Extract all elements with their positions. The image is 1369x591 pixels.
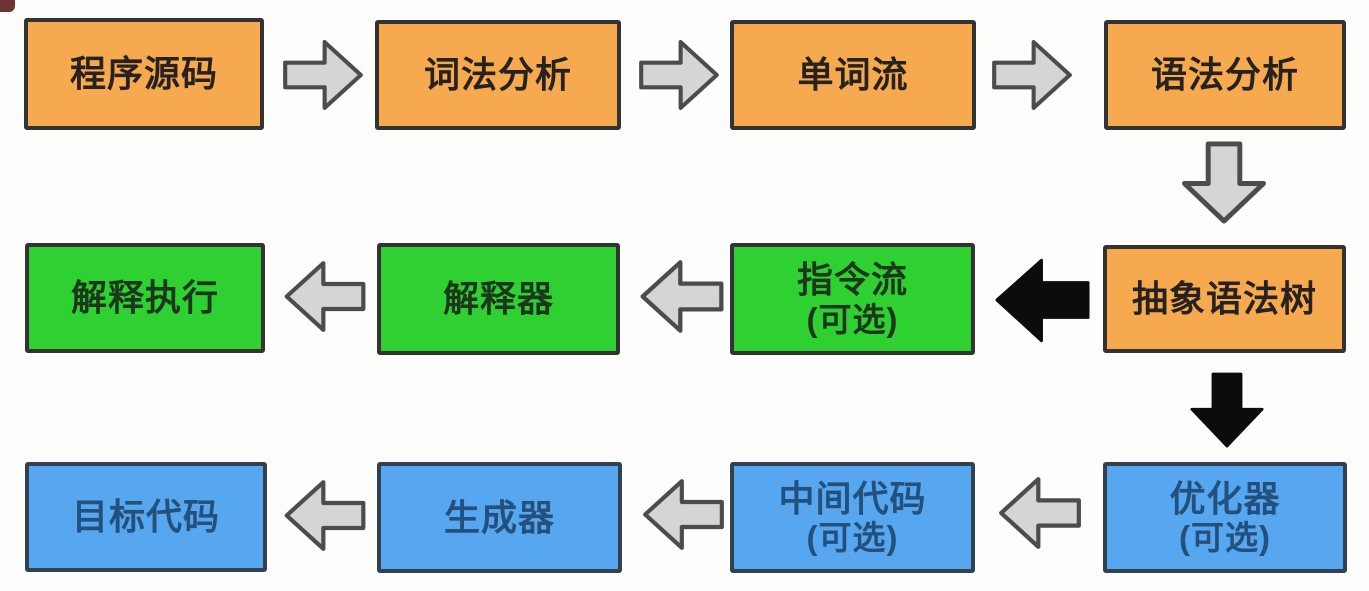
arrow-left-icon bbox=[643, 479, 724, 550]
node-label: 程序源码 bbox=[69, 53, 218, 95]
arrow-left-icon bbox=[999, 477, 1081, 549]
node-token-stream: 单词流 bbox=[730, 20, 976, 130]
node-label: 解释器 bbox=[442, 278, 554, 320]
node-label: 语法分析 bbox=[1150, 54, 1299, 96]
node-sublabel: (可选) bbox=[806, 300, 899, 338]
arrow-left-icon bbox=[640, 260, 724, 333]
node-lexical-analysis: 词法分析 bbox=[375, 20, 621, 130]
node-instruction-stream: 指令流 (可选) bbox=[730, 243, 975, 355]
node-label: 目标代码 bbox=[71, 496, 220, 538]
node-intermediate-code: 中间代码 (可选) bbox=[730, 462, 975, 573]
node-label: 中间代码 bbox=[778, 477, 927, 519]
arrow-down-icon bbox=[1181, 141, 1267, 224]
node-label: 生成器 bbox=[443, 496, 555, 538]
node-generator: 生成器 bbox=[377, 462, 622, 573]
corner-artifact-mark bbox=[0, 0, 15, 12]
node-interpreter: 解释器 bbox=[377, 243, 620, 355]
arrow-left-icon bbox=[284, 480, 366, 551]
arrow-right-icon bbox=[992, 40, 1072, 110]
node-interpret-execute: 解释执行 bbox=[25, 243, 265, 353]
node-label: 抽象语法树 bbox=[1131, 278, 1317, 320]
arrow-down-black-icon bbox=[1190, 372, 1264, 448]
node-sublabel: (可选) bbox=[1179, 519, 1271, 557]
arrow-right-icon bbox=[283, 40, 363, 110]
node-sublabel: (可选) bbox=[806, 519, 899, 557]
node-label: 解释执行 bbox=[70, 277, 219, 319]
node-label: 指令流 bbox=[796, 259, 908, 301]
node-syntax-analysis: 语法分析 bbox=[1104, 20, 1346, 130]
arrow-left-icon bbox=[284, 261, 366, 332]
node-target-code: 目标代码 bbox=[25, 462, 267, 572]
node-label: 优化器 bbox=[1169, 477, 1281, 519]
arrow-left-black-icon bbox=[995, 258, 1090, 343]
node-program-source: 程序源码 bbox=[24, 18, 264, 130]
node-label: 单词流 bbox=[797, 54, 909, 96]
node-label: 词法分析 bbox=[423, 54, 572, 96]
arrow-right-icon bbox=[639, 40, 719, 110]
node-abstract-syntax-tree: 抽象语法树 bbox=[1103, 245, 1346, 353]
node-optimizer: 优化器 (可选) bbox=[1103, 462, 1347, 573]
